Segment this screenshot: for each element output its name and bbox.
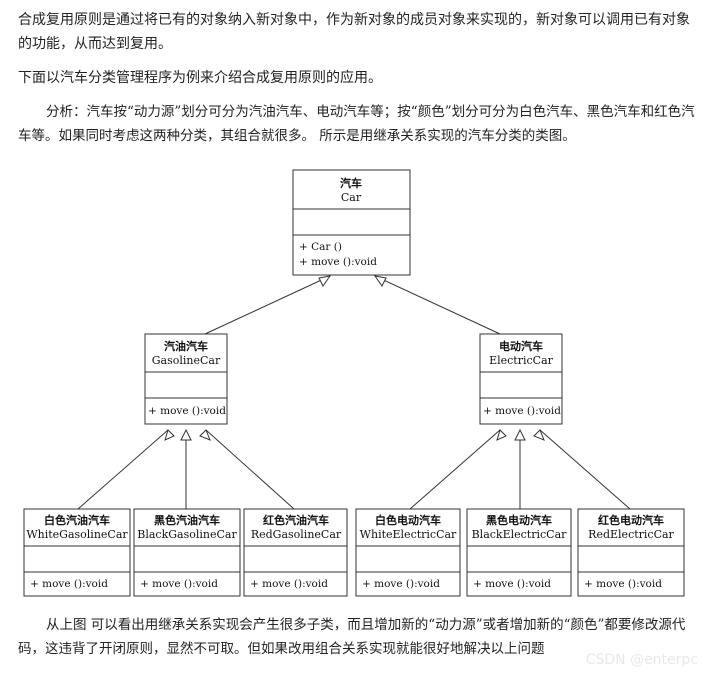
class-name-en: RedElectricCar [588,528,674,541]
class-white-gasoline-car: 白色汽油汽车 WhiteGasolineCar + move ():void [23,508,131,597]
class-gasoline-car: 汽油汽车 GasolineCar + move ():void [144,333,228,425]
class-operation: + move ():void [148,405,226,417]
inherit-line [204,275,331,335]
class-black-electric-car: 黑色电动汽车 BlackElectricCar + move ():void [466,508,572,597]
inherit-line [77,429,169,510]
class-operation: + move ():void [362,578,440,590]
class-red-gasoline-car: 红色汽油汽车 RedGasolineCar + move ():void [243,508,348,597]
inherit-line [205,429,295,510]
class-operation: + move ():void [584,578,662,590]
class-operation: + move ():void [30,578,108,590]
class-name-en: BlackElectricCar [472,528,568,541]
class-operation: + Car () [299,241,342,253]
class-name-en: WhiteGasolineCar [26,528,128,541]
arrowhead-icon [533,429,545,441]
class-name-cn: 红色汽油汽车 [263,513,329,527]
class-name-cn: 汽油汽车 [164,339,208,353]
inherit-line [539,429,631,510]
arrowhead-icon [514,428,526,441]
class-name-en: BlackGasolineCar [137,528,237,541]
class-operation: + move ():void [299,256,377,268]
arrowhead-icon [164,429,175,441]
class-name-cn: 红色电动汽车 [598,513,664,527]
inherit-line [374,275,501,335]
class-operation: + move ():void [473,578,551,590]
class-name-en: WhiteElectricCar [360,528,457,541]
class-name-en: ElectricCar [489,354,554,367]
class-name-en: RedGasolineCar [251,528,342,541]
class-name-cn: 黑色汽油汽车 [154,513,220,527]
arrowhead-icon [496,429,507,441]
class-operation: + move ():void [483,405,561,417]
class-red-electric-car: 红色电动汽车 RedElectricCar + move ():void [577,508,685,597]
analysis-paragraph: 分析：汽车按“动力源”划分可分为汽油汽车、电动汽车等；按“颜色”划分可分为白色汽… [18,104,695,144]
arrowhead-icon [199,429,211,441]
class-car: 汽车 Car + Car () + move ():void [292,169,411,276]
arrowhead-icon [180,428,192,441]
inherit-line [409,429,501,510]
arrowhead-icon [373,275,387,287]
conclusion-paragraph: 从上图 可以看出用继承关系实现会产生很多子类，而且增加新的“动力源”或者增加新的… [18,617,686,657]
class-operation: + move ():void [250,578,328,590]
example-paragraph: 下面以汽车分类管理程序为例来介绍合成复用原则的应用。 [18,70,382,86]
arrowhead-icon [318,275,332,287]
intro-paragraph: 合成复用原则是通过将已有的对象纳入新对象中，作为新对象的成员对象来实现的，新对象… [18,12,690,52]
watermark: CSDN @enterpc [585,652,698,668]
class-name-cn: 白色汽油汽车 [44,513,110,527]
class-name-en: Car [341,191,362,204]
class-electric-car: 电动汽车 ElectricCar + move ():void [479,333,563,425]
class-name-en: GasolineCar [152,354,221,367]
class-white-electric-car: 白色电动汽车 WhiteElectricCar + move ():void [355,508,461,597]
class-name-cn: 汽车 [340,176,362,190]
class-operation: + move ():void [140,578,218,590]
class-name-cn: 白色电动汽车 [375,513,441,527]
class-name-cn: 电动汽车 [499,339,543,353]
class-name-cn: 黑色电动汽车 [486,513,552,527]
class-black-gasoline-car: 黑色汽油汽车 BlackGasolineCar + move ():void [133,508,241,597]
